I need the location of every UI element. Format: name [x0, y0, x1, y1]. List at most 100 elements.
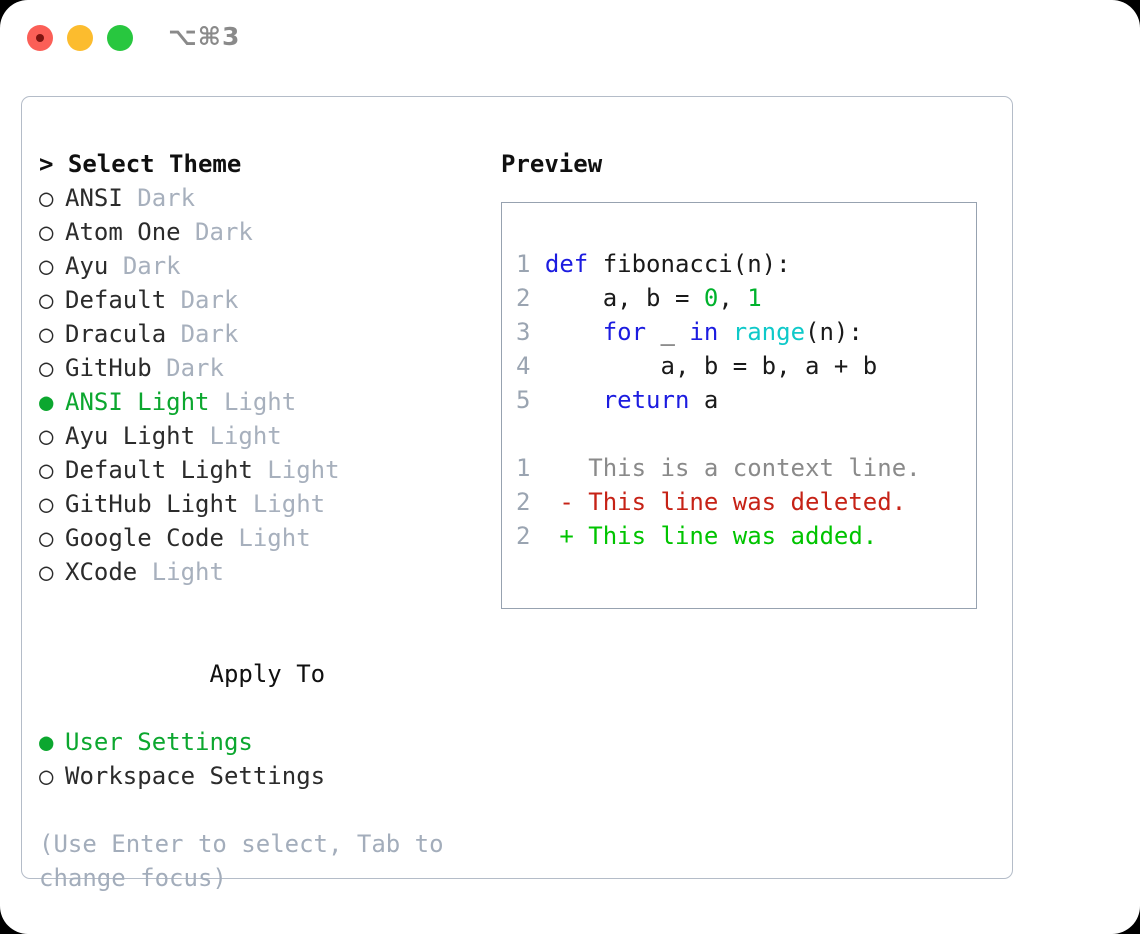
- diff-line: 1 This is a context line.: [516, 451, 970, 485]
- spacer: [108, 252, 122, 280]
- radio-unselected-icon: ○: [39, 184, 54, 212]
- gutter-gap: [530, 284, 544, 312]
- theme-name: Google Code: [65, 524, 224, 552]
- spacer: [166, 320, 180, 348]
- code-token: [545, 386, 603, 414]
- code-line: 4 a, b = b, a + b: [516, 349, 970, 383]
- theme-name: Ayu: [65, 252, 109, 280]
- theme-name: GitHub: [65, 354, 152, 382]
- spacer: [123, 184, 137, 212]
- diff-text: This line was deleted.: [588, 488, 907, 516]
- preview-column: Preview 1 def fibonacci(n):2 a, b = 0, 1…: [501, 147, 1001, 609]
- theme-option-google-code[interactable]: ○Google Code Light: [39, 521, 489, 555]
- radio-unselected-icon: ○: [39, 422, 54, 450]
- theme-option-dracula[interactable]: ○Dracula Dark: [39, 317, 489, 351]
- theme-selector-column: > Select Theme ○ANSI Dark○Atom One Dark○…: [39, 147, 489, 895]
- theme-option-ansi[interactable]: ○ ANSI Dark: [39, 181, 489, 215]
- theme-name: Ayu Light: [65, 422, 196, 450]
- theme-category: Dark: [166, 354, 224, 382]
- theme-category: Light: [209, 422, 282, 450]
- radio-unselected-icon: ○: [39, 490, 54, 518]
- code-line: 1 def fibonacci(n):: [516, 247, 970, 281]
- code-token: 1: [747, 284, 762, 312]
- spacer: [224, 524, 238, 552]
- line-number: 4: [516, 352, 531, 380]
- diff-block: 1 This is a context line.2 - This line w…: [516, 451, 970, 553]
- code-line: 3 for _ in range(n):: [516, 315, 970, 349]
- code-token: return: [602, 386, 690, 414]
- gutter-gap: [530, 250, 544, 278]
- gutter-gap: [530, 352, 544, 380]
- theme-option-ayu-light[interactable]: ○ Ayu Light Light: [39, 419, 489, 453]
- preview-title: Preview: [501, 150, 603, 178]
- radio-unselected-icon: ○: [39, 286, 54, 314]
- spacer: [137, 558, 151, 586]
- line-number: 1: [516, 454, 531, 482]
- theme-name: ANSI Light: [65, 388, 210, 416]
- close-button[interactable]: [27, 25, 53, 51]
- theme-option-github[interactable]: ○ GitHub Dark: [39, 351, 489, 385]
- apply-to-option-workspace-settings[interactable]: ○Workspace Settings: [39, 759, 489, 793]
- keyboard-hint: (Use Enter to select, Tab to change focu…: [39, 830, 459, 892]
- diff-text: This line was added.: [588, 522, 878, 550]
- spacer: [152, 354, 166, 382]
- code-token: (n):: [805, 318, 863, 346]
- code-token: 0: [703, 284, 719, 312]
- code-spacer: [516, 417, 970, 451]
- code-token: in: [689, 318, 719, 346]
- theme-name: GitHub Light: [65, 490, 239, 518]
- code-line: 2 a, b = 0, 1: [516, 281, 970, 315]
- apply-to-list: ● User Settings ○Workspace Settings: [39, 725, 489, 793]
- theme-list: ○ANSI Dark○Atom One Dark○Ayu Dark○Defaul…: [39, 181, 489, 589]
- code-token: def: [544, 250, 603, 278]
- diff-marker: [559, 454, 588, 482]
- radio-unselected-icon: ○: [39, 218, 54, 246]
- theme-option-default-light[interactable]: ○Default Light Light: [39, 453, 489, 487]
- code-token: _: [646, 318, 690, 346]
- theme-option-ansi-light[interactable]: ●ANSI Light Light: [39, 385, 489, 419]
- line-number: 2: [516, 488, 531, 516]
- minimize-button[interactable]: [67, 25, 93, 51]
- apply-to-option-label: User Settings: [65, 728, 253, 756]
- radio-unselected-icon: ○: [39, 354, 54, 382]
- title-bar: ⌥⌘3: [0, 0, 1140, 78]
- gutter-gap: [530, 488, 559, 516]
- spacer: [253, 456, 267, 484]
- line-number: 2: [516, 522, 531, 550]
- radio-unselected-icon: ○: [39, 762, 54, 790]
- theme-option-github-light[interactable]: ○ GitHub Light Light: [39, 487, 489, 521]
- theme-option-ayu[interactable]: ○Ayu Dark: [39, 249, 489, 283]
- gutter-gap: [530, 522, 559, 550]
- theme-option-default[interactable]: ○Default Dark: [39, 283, 489, 317]
- main-panel: > Select Theme ○ANSI Dark○Atom One Dark○…: [21, 96, 1013, 892]
- theme-category: Light: [267, 456, 340, 484]
- theme-name: Dracula: [65, 320, 167, 348]
- gutter-gap: [530, 454, 559, 482]
- line-number: 3: [516, 318, 531, 346]
- theme-category: Dark: [137, 184, 196, 212]
- theme-category: Dark: [195, 218, 253, 246]
- theme-category: Dark: [180, 286, 239, 314]
- radio-selected-icon: ●: [39, 728, 54, 756]
- theme-option-xcode[interactable]: ○XCode Light: [39, 555, 489, 589]
- radio-unselected-icon: ○: [39, 252, 54, 280]
- diff-marker: +: [559, 522, 589, 550]
- theme-category: Dark: [180, 320, 239, 348]
- theme-category: Light: [252, 490, 326, 518]
- apply-to-option-user-settings[interactable]: ● User Settings: [39, 725, 489, 759]
- theme-option-atom-one[interactable]: ○Atom One Dark: [39, 215, 489, 249]
- code-token: a, b =: [544, 284, 704, 312]
- line-number: 1: [516, 250, 531, 278]
- theme-name: XCode: [65, 558, 138, 586]
- maximize-button[interactable]: [107, 25, 133, 51]
- code-line: 5 return a: [516, 383, 970, 417]
- diff-line: 2 + This line was added.: [516, 519, 970, 553]
- keyboard-shortcut-label: ⌥⌘3: [168, 22, 241, 51]
- theme-name: ANSI: [65, 184, 123, 212]
- gutter-gap: [530, 318, 544, 346]
- code-token: range: [732, 318, 806, 346]
